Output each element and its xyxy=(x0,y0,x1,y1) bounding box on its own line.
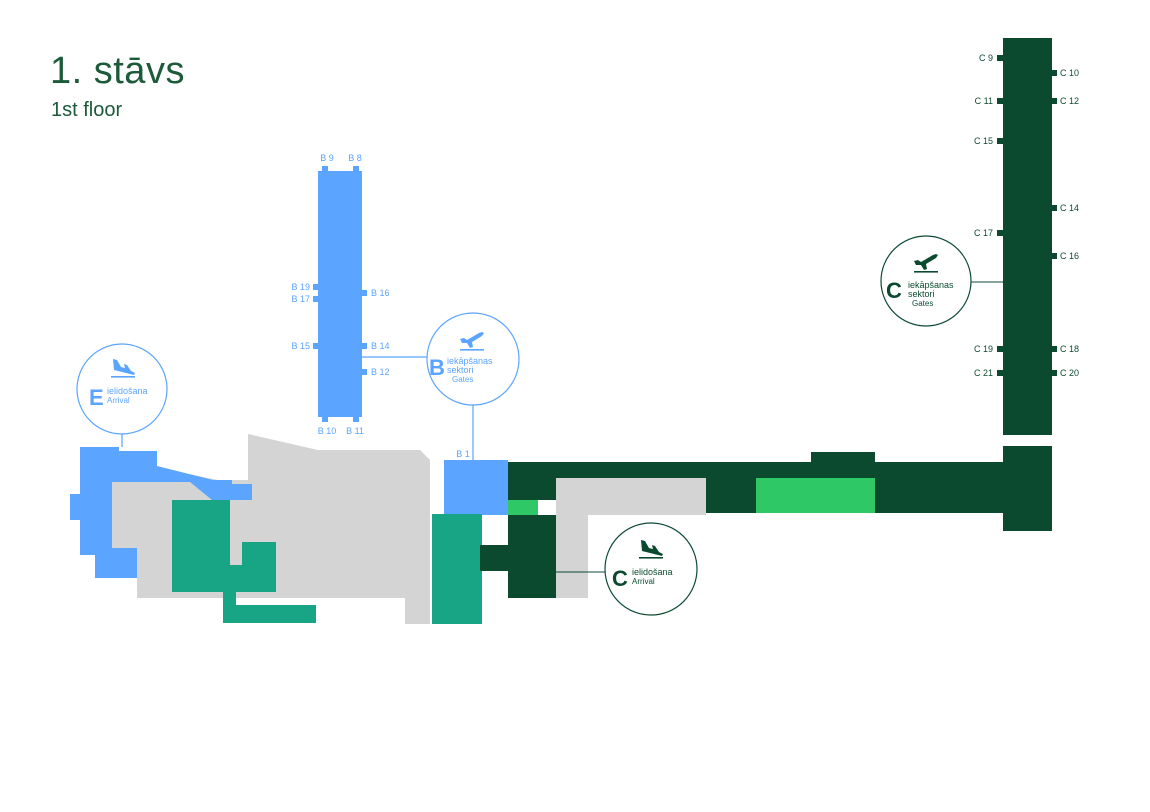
light-green-area-east xyxy=(756,478,875,513)
gate-label-c19: C 19 xyxy=(974,344,993,354)
gate-label-c17: C 17 xyxy=(974,228,993,238)
marker-c-gates-circle xyxy=(880,235,972,327)
grey-area-middle xyxy=(480,478,706,598)
gate-label-b12: B 12 xyxy=(371,367,390,377)
gate-label-b19: B 19 xyxy=(291,282,310,292)
c-stub-c10 xyxy=(1051,70,1057,76)
floor-subtitle: 1st floor xyxy=(51,99,123,121)
marker-c-gates-line3: Gates xyxy=(912,299,933,308)
marker-c-gates-line2: sektori xyxy=(908,289,935,299)
marker-e-line2: Arrival xyxy=(107,396,130,405)
pier-b-stub-b17 xyxy=(313,296,319,302)
marker-b-line1: iekāpšanas xyxy=(447,356,493,366)
gate-label-b14: B 14 xyxy=(371,341,390,351)
marker-e-letter: E xyxy=(89,385,104,410)
marker-c-arrival-line2: Arrival xyxy=(632,577,655,586)
c-stub-c20 xyxy=(1051,370,1057,376)
gate-label-b15: B 15 xyxy=(291,341,310,351)
c-stub-c17 xyxy=(997,230,1003,236)
gate-label-b10: B 10 xyxy=(318,426,337,436)
light-green-areas xyxy=(508,478,875,515)
plane-takeoff-icon xyxy=(460,332,484,351)
pier-b-stub-b12 xyxy=(361,369,367,375)
marker-c-arrival-line1: ielidošana xyxy=(632,567,673,577)
pier-b-building xyxy=(318,171,362,417)
gate-label-c12: C 12 xyxy=(1060,96,1079,106)
teal-area-central xyxy=(432,514,482,624)
gate-label-c14: C 14 xyxy=(1060,203,1079,213)
pier-b-stub-b14 xyxy=(361,343,367,349)
pier-b-stub-b16 xyxy=(361,290,367,296)
gate-label-b11: B 11 xyxy=(346,426,364,436)
gate-label-b1: B 1 xyxy=(456,449,470,459)
teal-area-west xyxy=(172,500,316,623)
pier-b-stub-b19 xyxy=(313,284,319,290)
pier-b-stub-b11 xyxy=(353,416,359,422)
marker-c-gates-line1: iekāpšanas xyxy=(908,280,954,290)
marker-c-gates[interactable]: C iekāpšanas sektori Gates xyxy=(880,235,1003,327)
marker-b-line3: Gates xyxy=(452,375,473,384)
pier-b-stub-b8 xyxy=(353,166,359,172)
plane-takeoff-icon xyxy=(914,254,938,273)
gate-label-c20: C 20 xyxy=(1060,368,1079,378)
gate-label-b9: B 9 xyxy=(320,153,334,163)
marker-e-arrival[interactable]: E ielidošana Arrival xyxy=(76,343,168,447)
marker-c-arrival-letter: C xyxy=(612,566,628,591)
marker-e-circle xyxy=(76,343,168,435)
pier-b xyxy=(313,166,508,515)
pier-b-stub-b9 xyxy=(322,166,328,172)
b1-block xyxy=(444,460,508,515)
c-stub-c21 xyxy=(997,370,1003,376)
e-hall-shape xyxy=(70,447,252,578)
marker-e-line1: ielidošana xyxy=(107,386,148,396)
c-stub-c9 xyxy=(997,55,1003,61)
marker-c-arrival[interactable]: C ielidošana Arrival xyxy=(556,522,698,616)
marker-b-circle xyxy=(426,312,520,406)
gate-label-c16: C 16 xyxy=(1060,251,1079,261)
gate-label-b16: B 16 xyxy=(371,288,390,298)
marker-c-gates-letter: C xyxy=(886,278,902,303)
c-east-block xyxy=(1003,446,1052,531)
c-stub-c19 xyxy=(997,346,1003,352)
light-green-area-small xyxy=(508,500,538,515)
marker-c-arrival-circle xyxy=(604,522,698,616)
teal-areas xyxy=(172,500,482,624)
gate-label-c9: C 9 xyxy=(979,53,993,63)
c-stub-c14 xyxy=(1051,205,1057,211)
gate-label-c11: C 11 xyxy=(975,96,993,106)
c-stub-c11 xyxy=(997,98,1003,104)
gate-label-c21: C 21 xyxy=(974,368,993,378)
marker-b-gates[interactable]: B iekāpšanas sektori Gates xyxy=(362,312,520,460)
pier-c-building xyxy=(1003,38,1052,435)
gate-label-b17: B 17 xyxy=(291,294,310,304)
gate-label-c10: C 10 xyxy=(1060,68,1079,78)
gate-label-c18: C 18 xyxy=(1060,344,1079,354)
marker-b-letter: B xyxy=(429,355,445,380)
floor-title: 1. stāvs xyxy=(50,50,185,92)
pier-b-stub-b10 xyxy=(322,416,328,422)
marker-b-line2: sektori xyxy=(447,365,474,375)
plane-landing-icon xyxy=(111,359,135,378)
pier-b-stub-b15 xyxy=(313,343,319,349)
plane-landing-icon xyxy=(639,540,663,559)
gate-label-c15: C 15 xyxy=(974,136,993,146)
grey-area-west xyxy=(112,434,430,624)
c-stub-c18 xyxy=(1051,346,1057,352)
c-stub-c15 xyxy=(997,138,1003,144)
c-stub-c16 xyxy=(1051,253,1057,259)
c-stub-c12 xyxy=(1051,98,1057,104)
gate-label-b8: B 8 xyxy=(348,153,362,163)
c-arrival-block xyxy=(480,515,556,598)
e-arrival-hall xyxy=(70,447,252,578)
